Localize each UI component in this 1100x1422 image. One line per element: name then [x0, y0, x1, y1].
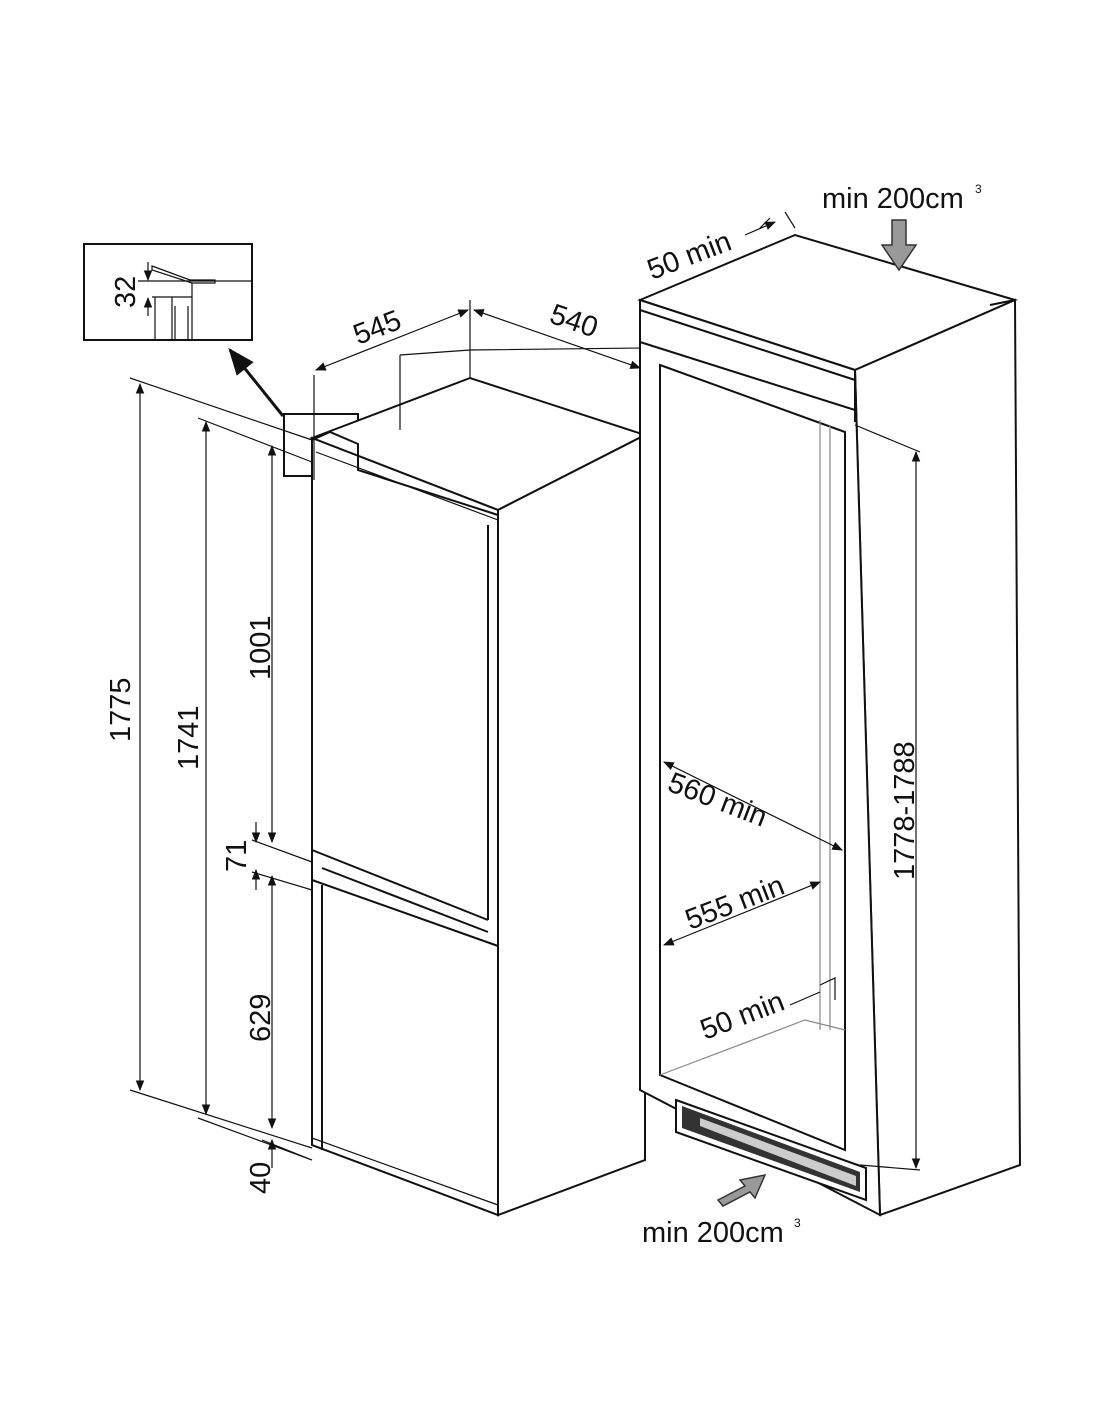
niche-drawing: 50 min 1778-1788 560 min 555 min 50 min [637, 211, 1022, 1217]
detail-pointer-arrow [228, 347, 285, 417]
inset-dimension-32: 32 [110, 276, 142, 308]
dimension-niche-height: 1778-1788 [889, 741, 921, 880]
dimension-depth: 545 [349, 304, 406, 351]
vent-down-arrow-icon [880, 219, 918, 272]
dimension-gap: 71 [221, 840, 253, 872]
dimension-total-height: 1775 [105, 677, 137, 742]
dimension-upper-door: 1001 [245, 615, 277, 680]
appliance-drawing: 545 540 1775 1741 1001 71 629 40 [105, 298, 648, 1217]
vent-up-arrow-icon [716, 1173, 767, 1207]
vent-top-label: min 200cm [822, 183, 964, 215]
dimension-body-height: 1741 [173, 705, 205, 770]
vent-bottom-sup: 3 [794, 1216, 801, 1230]
dimension-base: 40 [245, 1162, 277, 1194]
ventilation-top: min 200cm 3 [822, 182, 982, 272]
ventilation-bottom: min 200cm 3 [642, 1173, 801, 1249]
vent-bottom-label: min 200cm [642, 1217, 784, 1249]
dimension-lower-door: 629 [245, 994, 277, 1042]
vent-top-sup: 3 [975, 182, 982, 196]
